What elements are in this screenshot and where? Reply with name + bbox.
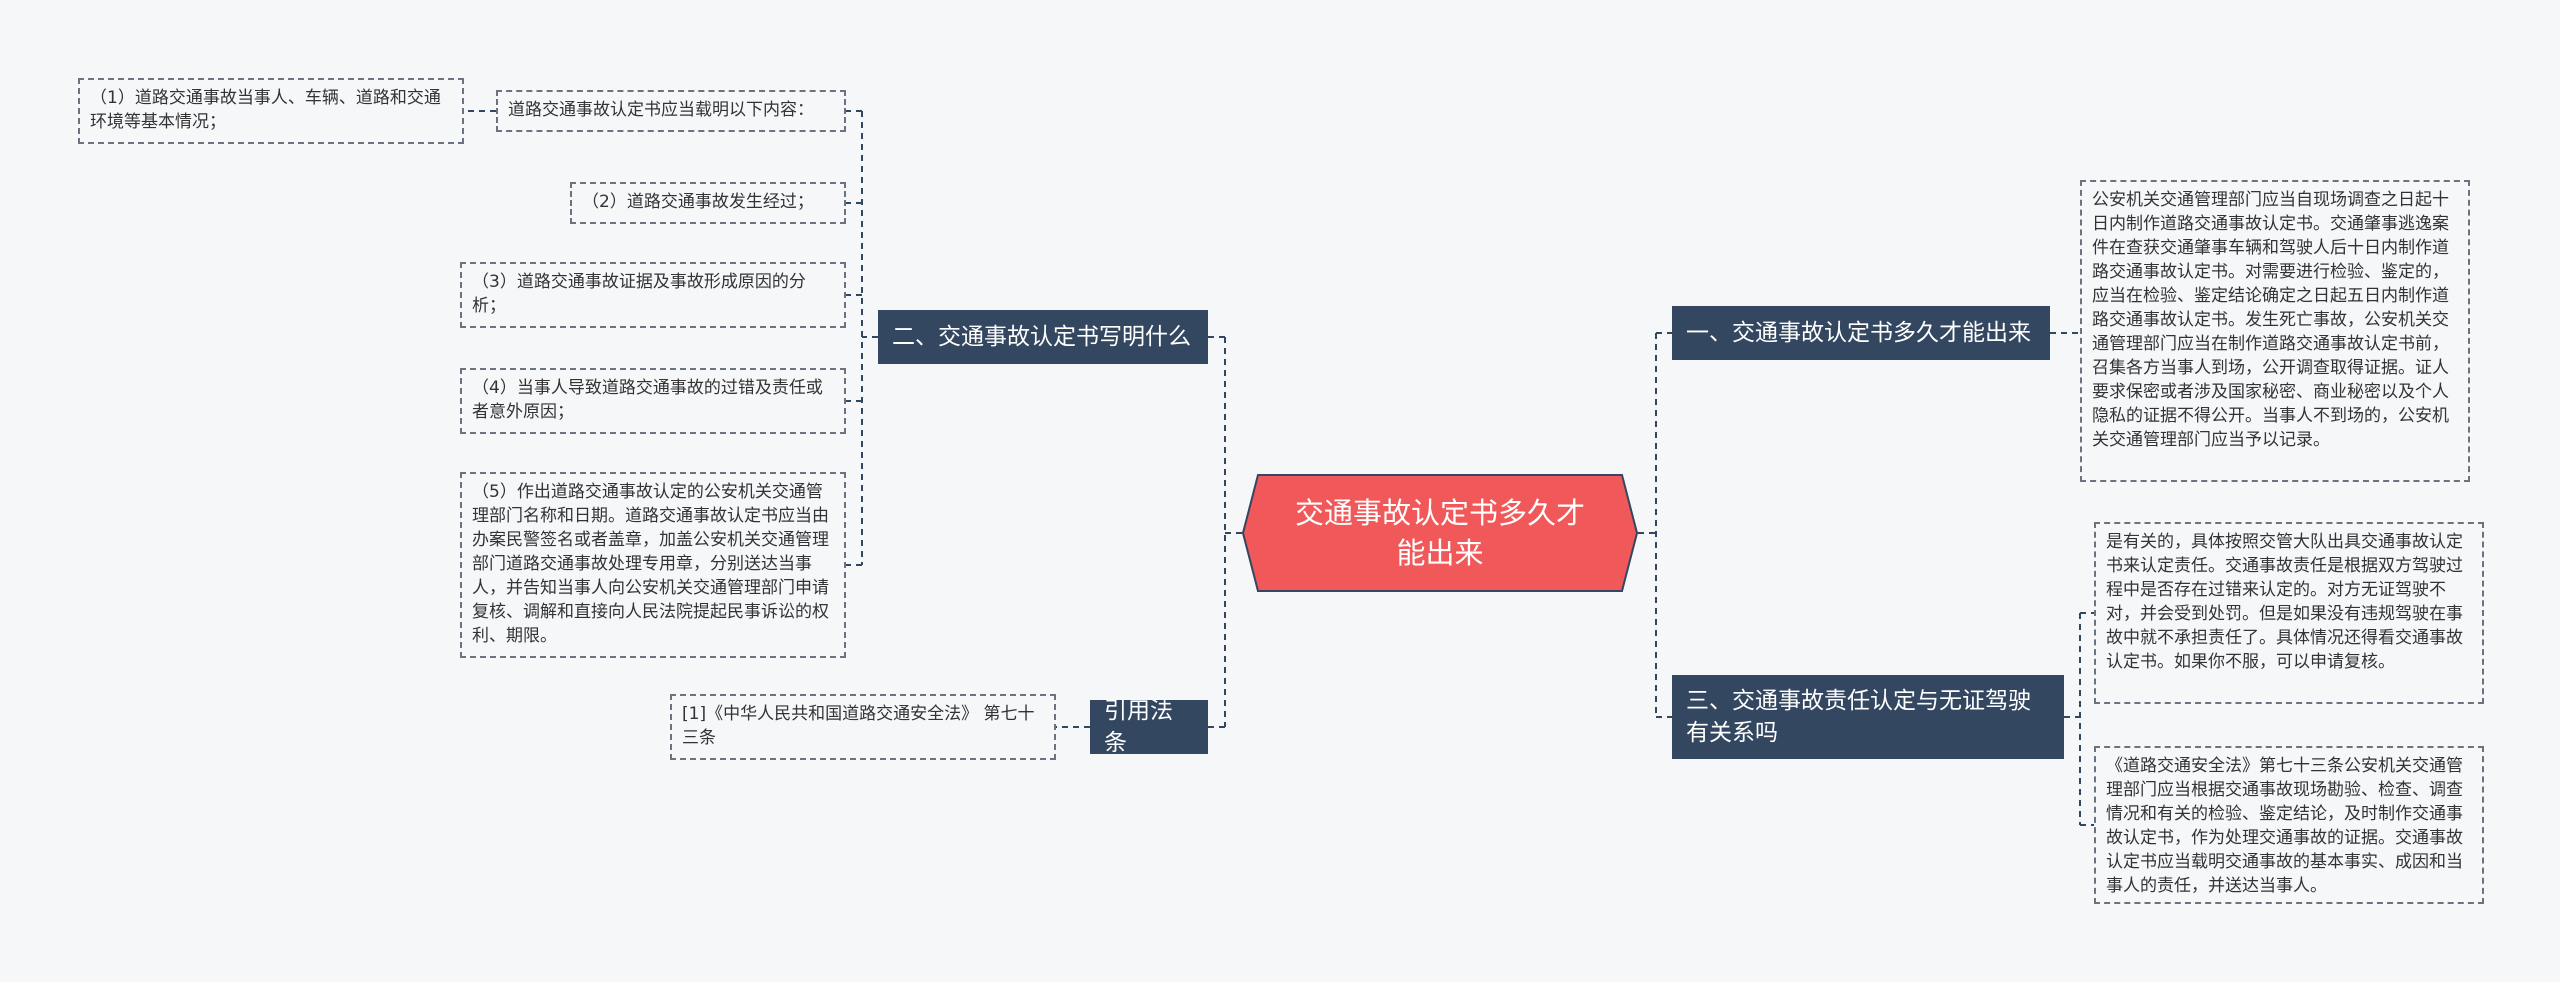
leaf-text: （2）道路交通事故发生经过；: [582, 192, 814, 212]
leaf-liability-answer[interactable]: 是有关的，具体按照交管大队出具交通事故认定书来认定责任。交通事故责任是根据双方驾…: [2094, 522, 2484, 704]
leaf-text: （3）道路交通事故证据及事故形成原因的分析；: [472, 272, 806, 316]
leaf-item-4[interactable]: （4）当事人导致道路交通事故的过错及责任或者意外原因；: [460, 368, 846, 434]
leaf-text: 《道路交通安全法》第七十三条公安机关交通管理部门应当根据交通事故现场勘验、检查、…: [2106, 756, 2463, 896]
branch-liability-and-unlicensed-driving[interactable]: 三、交通事故责任认定与无证驾驶有关系吗: [1672, 675, 2064, 759]
leaf-item-3[interactable]: （3）道路交通事故证据及事故形成原因的分析；: [460, 262, 846, 328]
branch-cited-laws[interactable]: 引用法条: [1090, 698, 1208, 756]
branch-label: 引用法条: [1104, 698, 1173, 756]
central-topic-label: 交通事故认定书多久才能出来: [1294, 496, 1585, 570]
leaf-text: 是有关的，具体按照交管大队出具交通事故认定书来认定责任。交通事故责任是根据双方驾…: [2106, 532, 2463, 672]
leaf-item-2[interactable]: （2）道路交通事故发生经过；: [570, 182, 846, 224]
branch-what-certificate-states[interactable]: 二、交通事故认定书写明什么: [878, 310, 1208, 364]
branch-label: 三、交通事故责任认定与无证驾驶有关系吗: [1686, 688, 2031, 746]
leaf-lead-contents[interactable]: 道路交通事故认定书应当载明以下内容：: [496, 90, 846, 132]
central-topic[interactable]: 交通事故认定书多久才能出来: [1242, 474, 1638, 592]
leaf-item-5[interactable]: （5）作出道路交通事故认定的公安机关交通管理部门名称和日期。道路交通事故认定书应…: [460, 472, 846, 658]
central-topic-outline: [1242, 474, 1638, 592]
leaf-law-article-73[interactable]: 《道路交通安全法》第七十三条公安机关交通管理部门应当根据交通事故现场勘验、检查、…: [2094, 746, 2484, 904]
branch-label: 二、交通事故认定书写明什么: [892, 324, 1191, 350]
leaf-text: （1）道路交通事故当事人、车辆、道路和交通环境等基本情况；: [90, 88, 441, 132]
leaf-text: 道路交通事故认定书应当载明以下内容：: [508, 100, 814, 120]
leaf-text: 公安机关交通管理部门应当自现场调查之日起十日内制作道路交通事故认定书。交通肇事逃…: [2092, 190, 2449, 450]
leaf-item-1[interactable]: （1）道路交通事故当事人、车辆、道路和交通环境等基本情况；: [78, 78, 464, 144]
leaf-law-citation[interactable]: [1]《中华人民共和国道路交通安全法》 第七十三条: [670, 694, 1056, 760]
leaf-text: （5）作出道路交通事故认定的公安机关交通管理部门名称和日期。道路交通事故认定书应…: [472, 482, 829, 646]
branch-how-long-to-issue[interactable]: 一、交通事故认定书多久才能出来: [1672, 306, 2050, 360]
leaf-text: [1]《中华人民共和国道路交通安全法》 第七十三条: [682, 704, 1035, 748]
branch-label: 一、交通事故认定书多久才能出来: [1686, 320, 2031, 346]
leaf-issuance-timeline[interactable]: 公安机关交通管理部门应当自现场调查之日起十日内制作道路交通事故认定书。交通肇事逃…: [2080, 180, 2470, 482]
leaf-text: （4）当事人导致道路交通事故的过错及责任或者意外原因；: [472, 378, 823, 422]
